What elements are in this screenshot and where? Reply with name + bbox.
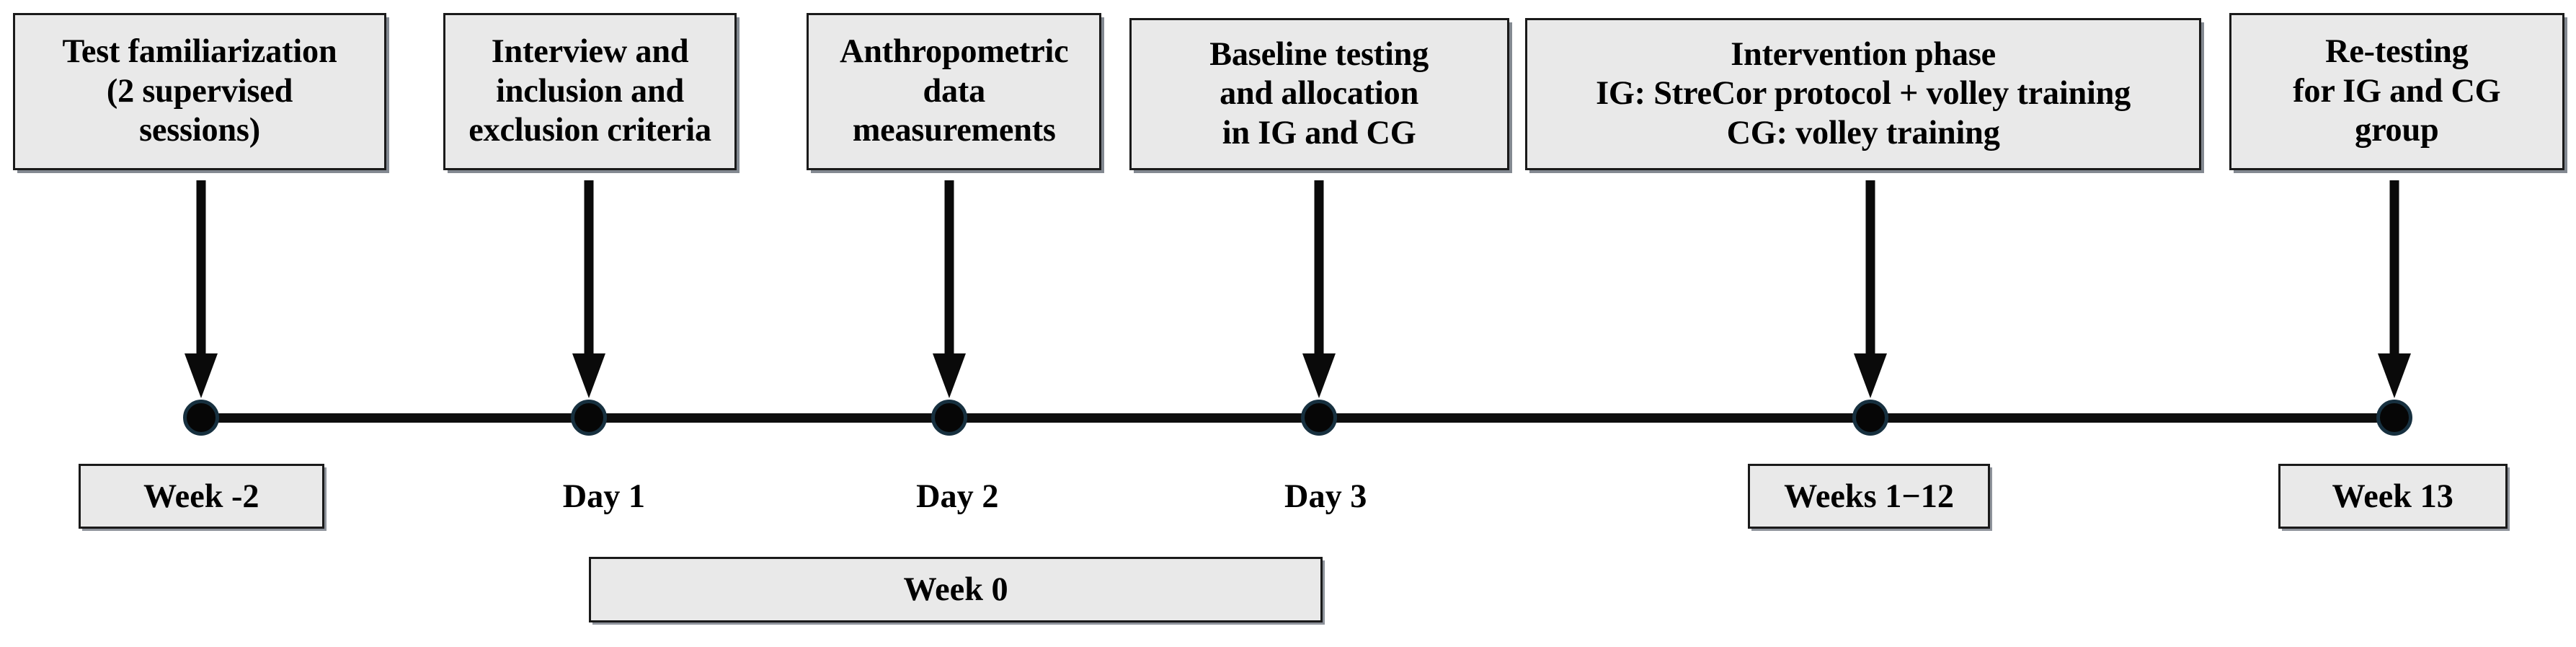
phase-box-label: Intervention phase IG: StreCor protocol … — [1596, 35, 2131, 151]
tick-label-text: Day 3 — [1284, 477, 1367, 515]
arrow-week-13-icon — [2377, 180, 2411, 398]
phase-box-label: Baseline testing and allocation in IG an… — [1209, 35, 1429, 151]
tick-label-text: Day 2 — [916, 477, 999, 515]
tick-label-day-3: Day 3 — [1227, 464, 1424, 529]
phase-box-label: Test familiarization (2 supervised sessi… — [62, 33, 337, 149]
phase-box-anthropometric-measurements: Anthropometric data measurements — [807, 13, 1102, 171]
tick-label-weeks-1-12: Weeks 1−12 — [1748, 463, 1991, 529]
tick-label-day-2: Day 2 — [859, 464, 1055, 529]
phase-box-interview-inclusion: Interview and inclusion and exclusion cr… — [443, 13, 737, 171]
arrow-day-3-icon — [1302, 180, 1336, 398]
phase-box-label: Interview and inclusion and exclusion cr… — [468, 33, 711, 149]
phase-box-label: Re-testing for IG and CG group — [2293, 33, 2501, 149]
span-box-week-0: Week 0 — [589, 557, 1323, 622]
tick-label-text: Day 1 — [562, 477, 646, 515]
arrow-week-minus-2-icon — [185, 180, 218, 398]
phase-box-baseline-testing-allocation: Baseline testing and allocation in IG an… — [1129, 17, 1509, 171]
phase-box-re-testing: Re-testing for IG and CG group — [2229, 13, 2565, 171]
timeline-bar — [201, 413, 2394, 423]
arrow-day-1-icon — [572, 180, 606, 398]
arrow-weeks-1-12-icon — [1854, 180, 1888, 398]
tick-label-text: Weeks 1−12 — [1784, 477, 1954, 515]
node-day-3 — [1301, 400, 1338, 436]
node-weeks-1-12 — [1852, 400, 1889, 436]
node-week-minus-2 — [183, 400, 220, 436]
tick-label-text: Week 13 — [2332, 477, 2453, 515]
phase-box-label: Anthropometric data measurements — [840, 33, 1069, 149]
phase-box-test-familiarization: Test familiarization (2 supervised sessi… — [13, 13, 386, 171]
phase-box-intervention-phase: Intervention phase IG: StreCor protocol … — [1525, 17, 2201, 171]
arrow-day-2-icon — [932, 180, 966, 398]
node-day-1 — [571, 400, 608, 436]
tick-label-day-1: Day 1 — [506, 464, 702, 529]
tick-label-week-13: Week 13 — [2278, 463, 2508, 529]
span-box-label: Week 0 — [903, 571, 1008, 608]
node-week-13 — [2376, 400, 2412, 436]
tick-label-text: Week -2 — [143, 477, 259, 515]
node-day-2 — [931, 400, 967, 436]
tick-label-week-minus-2: Week -2 — [78, 463, 324, 529]
